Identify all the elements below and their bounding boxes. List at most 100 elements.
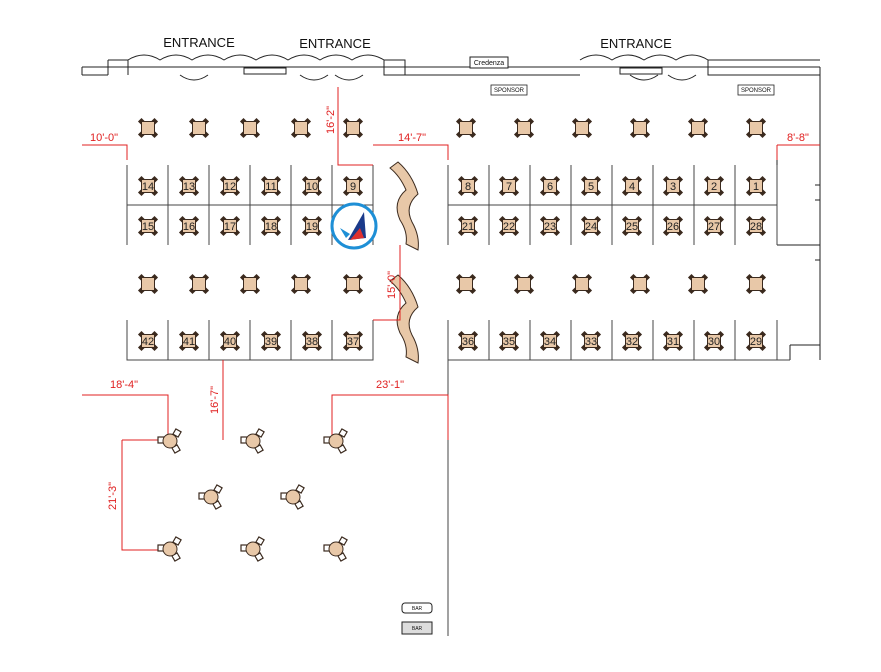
dim-23-1: 23'-1" [376,379,404,391]
booth-35: 35 [498,330,520,352]
booth-number: 3 [670,181,676,193]
booth-1: 1 [745,175,767,197]
booth-number: 18 [265,221,277,233]
booth-28: 28 [745,215,767,237]
booth-number: 5 [588,181,594,193]
dim-18-4: 18'-4" [110,379,138,391]
booth-6: 6 [539,175,561,197]
booth-number: 24 [585,221,597,233]
sail-logo-icon[interactable] [330,202,378,250]
booth-36: 36 [457,330,479,352]
booth-41: 41 [178,330,200,352]
booth-number: 32 [626,336,638,348]
booth-38: 38 [301,330,323,352]
booth-34: 34 [539,330,561,352]
booth-29: 29 [745,330,767,352]
booth-33: 33 [580,330,602,352]
booth-23: 23 [539,215,561,237]
booth-32: 32 [621,330,643,352]
booth-number: 12 [224,181,236,193]
entrance-label-2: ENTRANCE [299,36,371,51]
lounge-tables [157,428,348,562]
booth-number: 37 [347,336,359,348]
booth-number: 21 [462,221,474,233]
booth-10: 10 [301,175,323,197]
svg-text:Credenza: Credenza [474,60,504,67]
table-row-middle [137,273,767,295]
booth-42: 42 [137,330,159,352]
booth-number: 42 [142,336,154,348]
booth-number: 19 [306,221,318,233]
booth-number: 26 [667,221,679,233]
booth-number: 23 [544,221,556,233]
booth-number: 34 [544,336,556,348]
booth-25: 25 [621,215,643,237]
booth-number: 25 [626,221,638,233]
sponsor-sign-2: SPONSOR [737,84,775,96]
booth-19: 19 [301,215,323,237]
booth-17: 17 [219,215,241,237]
booth-number: 22 [503,221,515,233]
entrance-label-3: ENTRANCE [600,36,672,51]
booth-12: 12 [219,175,241,197]
booth-number: 27 [708,221,720,233]
booth-26: 26 [662,215,684,237]
dim-15-0: 15'-0" [386,271,398,299]
booth-13: 13 [178,175,200,197]
dim-10-0: 10'-0" [90,132,118,144]
svg-text:SPONSOR: SPONSOR [494,88,525,94]
booth-number: 16 [183,221,195,233]
booth-3: 3 [662,175,684,197]
booth-14: 14 [137,175,159,197]
booth-11: 11 [260,175,282,197]
dim-16-2: 16'-2" [325,106,337,134]
booth-number: 29 [750,336,762,348]
booth-number: 1 [753,181,759,193]
booth-16: 16 [178,215,200,237]
booth-number: 10 [306,181,318,193]
booth-5: 5 [580,175,602,197]
serpentine-table-upper [389,161,419,251]
booth-number: 38 [306,336,318,348]
booth-27: 27 [703,215,725,237]
booth-8: 8 [457,175,479,197]
table-row-top [137,117,767,139]
bar-1: BAR [401,602,433,614]
bar-2: BAR [401,621,433,635]
booth-number: 35 [503,336,515,348]
booth-number: 6 [547,181,553,193]
dim-14-7: 14'-7" [398,132,426,144]
dim-21-3: 21'-3" [107,482,119,510]
svg-text:BAR: BAR [412,606,423,612]
booth-24: 24 [580,215,602,237]
serpentine-table-lower [389,274,419,364]
booth-number: 30 [708,336,720,348]
sponsor-sign-1: SPONSOR [490,84,528,96]
booth-30: 30 [703,330,725,352]
entrance-label-1: ENTRANCE [163,35,235,50]
booth-number: 2 [711,181,717,193]
booth-number: 33 [585,336,597,348]
booth-number: 13 [183,181,195,193]
booth-22: 22 [498,215,520,237]
svg-text:BAR: BAR [412,626,423,632]
credenza: Credenza [469,56,509,69]
booth-number: 31 [667,336,679,348]
booth-21: 21 [457,215,479,237]
booth-39: 39 [260,330,282,352]
booth-number: 8 [465,181,471,193]
booth-number: 15 [142,221,154,233]
booth-number: 41 [183,336,195,348]
top-wall [81,54,821,360]
booth-grid [126,165,790,636]
booth-number: 11 [265,181,276,193]
booth-number: 39 [265,336,277,348]
dim-8-8: 8'-8" [787,132,809,144]
booth-number: 36 [462,336,474,348]
dim-16-7: 16'-7" [209,386,221,414]
booth-2: 2 [703,175,725,197]
booth-9: 9 [342,175,364,197]
booth-number: 14 [142,181,154,193]
